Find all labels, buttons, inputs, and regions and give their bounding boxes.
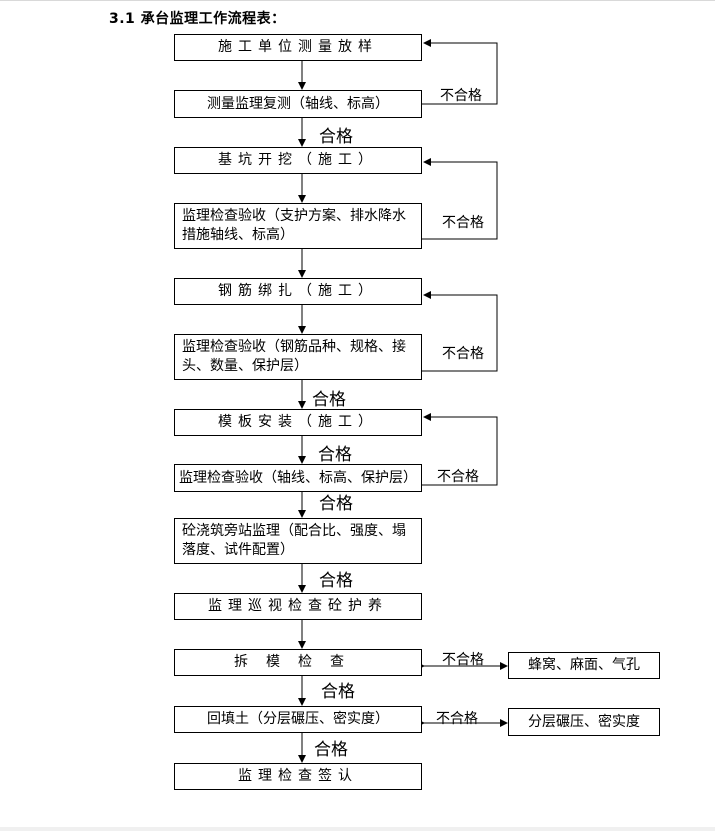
step-excavation: 基坑开挖（施工） bbox=[174, 147, 422, 174]
step-label: 回填土（分层碾压、密实度） bbox=[207, 711, 389, 727]
step-formwork-install: 模板安装（施工） bbox=[174, 409, 422, 436]
page-top-border bbox=[0, 0, 715, 1]
step-label: 测量监理复测（轴线、标高） bbox=[207, 95, 389, 112]
step-label-line2: 措施轴线、标高） bbox=[182, 227, 294, 243]
step-formwork-inspection: 监理检查验收（轴线、标高、保护层） bbox=[174, 464, 422, 492]
side-compaction-box: 分层碾压、密实度 bbox=[508, 708, 660, 736]
step-excavation-inspection: 监理检查验收（支护方案、排水降水 措施轴线、标高） bbox=[174, 203, 422, 249]
page-bottom-border bbox=[0, 827, 715, 831]
feedback-loop-3 bbox=[422, 291, 498, 372]
step-rebar-binding: 钢筋绑扎（施工） bbox=[174, 278, 422, 305]
step-final-signoff: 监理检查签认 bbox=[174, 763, 422, 790]
step-label-line1: 监理检查验收（钢筋品种、规格、接 bbox=[182, 339, 406, 355]
step-rebar-inspection: 监理检查验收（钢筋品种、规格、接 头、数量、保护层） bbox=[174, 334, 422, 380]
fail-label-2: 不合格 bbox=[442, 215, 484, 231]
step-label: 施工单位测量放样 bbox=[218, 39, 378, 55]
step-formwork-removal: 拆模检查 bbox=[174, 649, 422, 676]
side-box-label: 蜂窝、麻面、气孔 bbox=[528, 657, 640, 673]
feedback-loop-4 bbox=[422, 413, 498, 486]
step-survey-layout: 施工单位测量放样 bbox=[174, 34, 422, 61]
step-label: 监理检查签认 bbox=[238, 768, 358, 784]
step-backfill: 回填土（分层碾压、密实度） bbox=[174, 706, 422, 733]
pass-label-2: 合格 bbox=[312, 390, 346, 410]
step-label: 基坑开挖（施工） bbox=[218, 152, 378, 168]
pass-label-3: 合格 bbox=[318, 445, 352, 465]
pass-label-5: 合格 bbox=[319, 571, 353, 591]
step-label: 钢筋绑扎（施工） bbox=[218, 283, 378, 299]
step-label-line1: 监理检查验收（支护方案、排水降水 bbox=[182, 208, 406, 224]
step-concrete-pouring: 砼浇筑旁站监理（配合比、强度、塌 落度、试件配置） bbox=[174, 518, 422, 564]
side-defects-box: 蜂窝、麻面、气孔 bbox=[508, 652, 660, 679]
pass-label-1: 合格 bbox=[319, 127, 353, 147]
fail-label-6: 不合格 bbox=[436, 711, 478, 727]
pass-label-4: 合格 bbox=[319, 494, 353, 514]
feedback-loop-2 bbox=[422, 158, 498, 240]
step-label-line1: 砼浇筑旁站监理（配合比、强度、塌 bbox=[182, 523, 406, 539]
step-label: 监理巡视检查砼护养 bbox=[208, 598, 388, 614]
pass-label-6: 合格 bbox=[321, 682, 355, 702]
fail-label-4: 不合格 bbox=[437, 469, 479, 485]
step-label: 模板安装（施工） bbox=[218, 414, 378, 430]
step-label-line2: 头、数量、保护层） bbox=[182, 358, 308, 374]
pass-label-7: 合格 bbox=[314, 740, 348, 760]
fail-label-3: 不合格 bbox=[442, 346, 484, 362]
step-label: 监理检查验收（轴线、标高、保护层） bbox=[179, 469, 417, 486]
fail-label-1: 不合格 bbox=[440, 88, 482, 104]
feedback-loop-1 bbox=[422, 39, 498, 105]
step-label: 拆模检查 bbox=[234, 654, 362, 670]
side-box-label: 分层碾压、密实度 bbox=[528, 713, 640, 730]
step-label-line2: 落度、试件配置） bbox=[182, 542, 294, 558]
step-survey-recheck: 测量监理复测（轴线、标高） bbox=[174, 90, 422, 118]
section-title: 3.1 承台监理工作流程表： bbox=[109, 11, 286, 27]
step-concrete-curing: 监理巡视检查砼护养 bbox=[174, 593, 422, 620]
fail-label-5: 不合格 bbox=[442, 652, 484, 668]
